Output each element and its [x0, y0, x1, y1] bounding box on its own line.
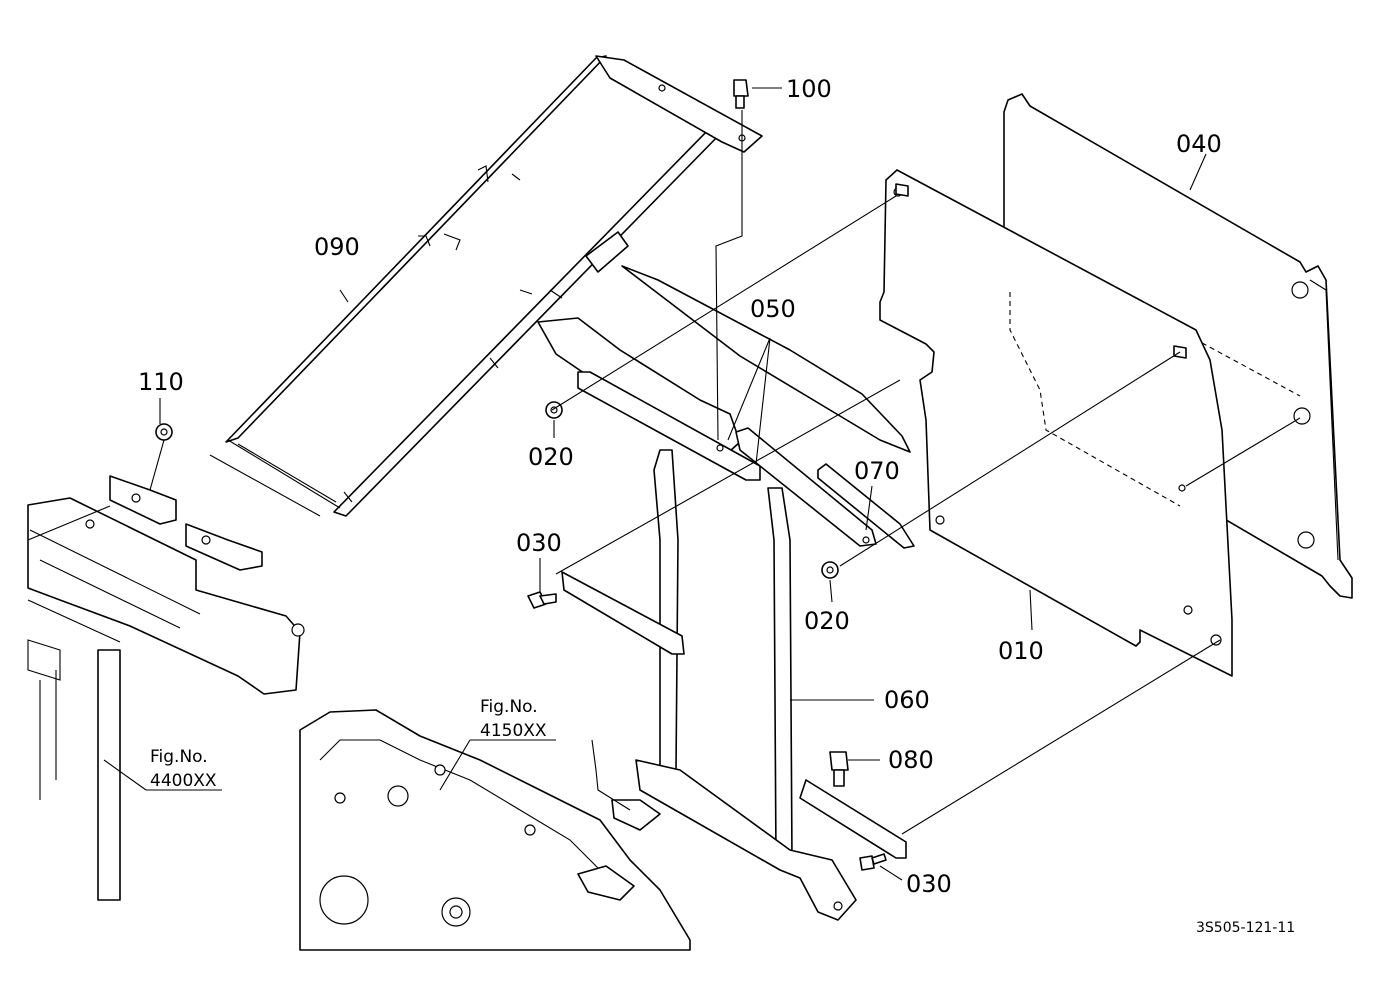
label-050: 050 [750, 295, 796, 323]
nut-020-lower [821, 561, 839, 579]
bolt-080 [829, 751, 849, 787]
bolt-030-left [527, 591, 557, 609]
fig-ref-number-b: 4400XX [150, 771, 217, 791]
leader-lines [27, 87, 1301, 881]
label-010: 010 [998, 637, 1044, 665]
label-020-upper: 020 [528, 443, 574, 471]
bolt-030-right [859, 853, 887, 871]
nut-110 [155, 423, 173, 441]
bracket-050 [537, 265, 911, 547]
fig-ref-label-b: Fig.No. [150, 747, 208, 767]
housing-4150xx [299, 709, 691, 951]
frame-090 [109, 55, 763, 571]
label-100: 100 [786, 75, 832, 103]
label-030-left: 030 [516, 529, 562, 557]
label-020-lower: 020 [804, 607, 850, 635]
label-110: 110 [138, 368, 184, 396]
chassis-frame-4400xx [27, 497, 305, 901]
fig-ref-label-a: Fig.No. [480, 697, 538, 717]
leg-frame-060 [561, 449, 907, 921]
part-labels: 100 040 090 050 110 020 070 030 020 010 … [138, 75, 1222, 898]
label-070: 070 [854, 457, 900, 485]
fig-ref-number-a: 4150XX [480, 721, 547, 741]
bolt-100 [733, 79, 749, 109]
label-090: 090 [314, 233, 360, 261]
figure-references: Fig.No. 4150XX Fig.No. 4400XX [150, 697, 547, 791]
nut-020-upper [545, 401, 563, 419]
label-040: 040 [1176, 130, 1222, 158]
drawing-code: 3S505-121-11 [1196, 920, 1295, 936]
strip-070 [817, 463, 915, 549]
label-080: 080 [888, 746, 934, 774]
label-030-right: 030 [906, 870, 952, 898]
label-060: 060 [884, 686, 930, 714]
